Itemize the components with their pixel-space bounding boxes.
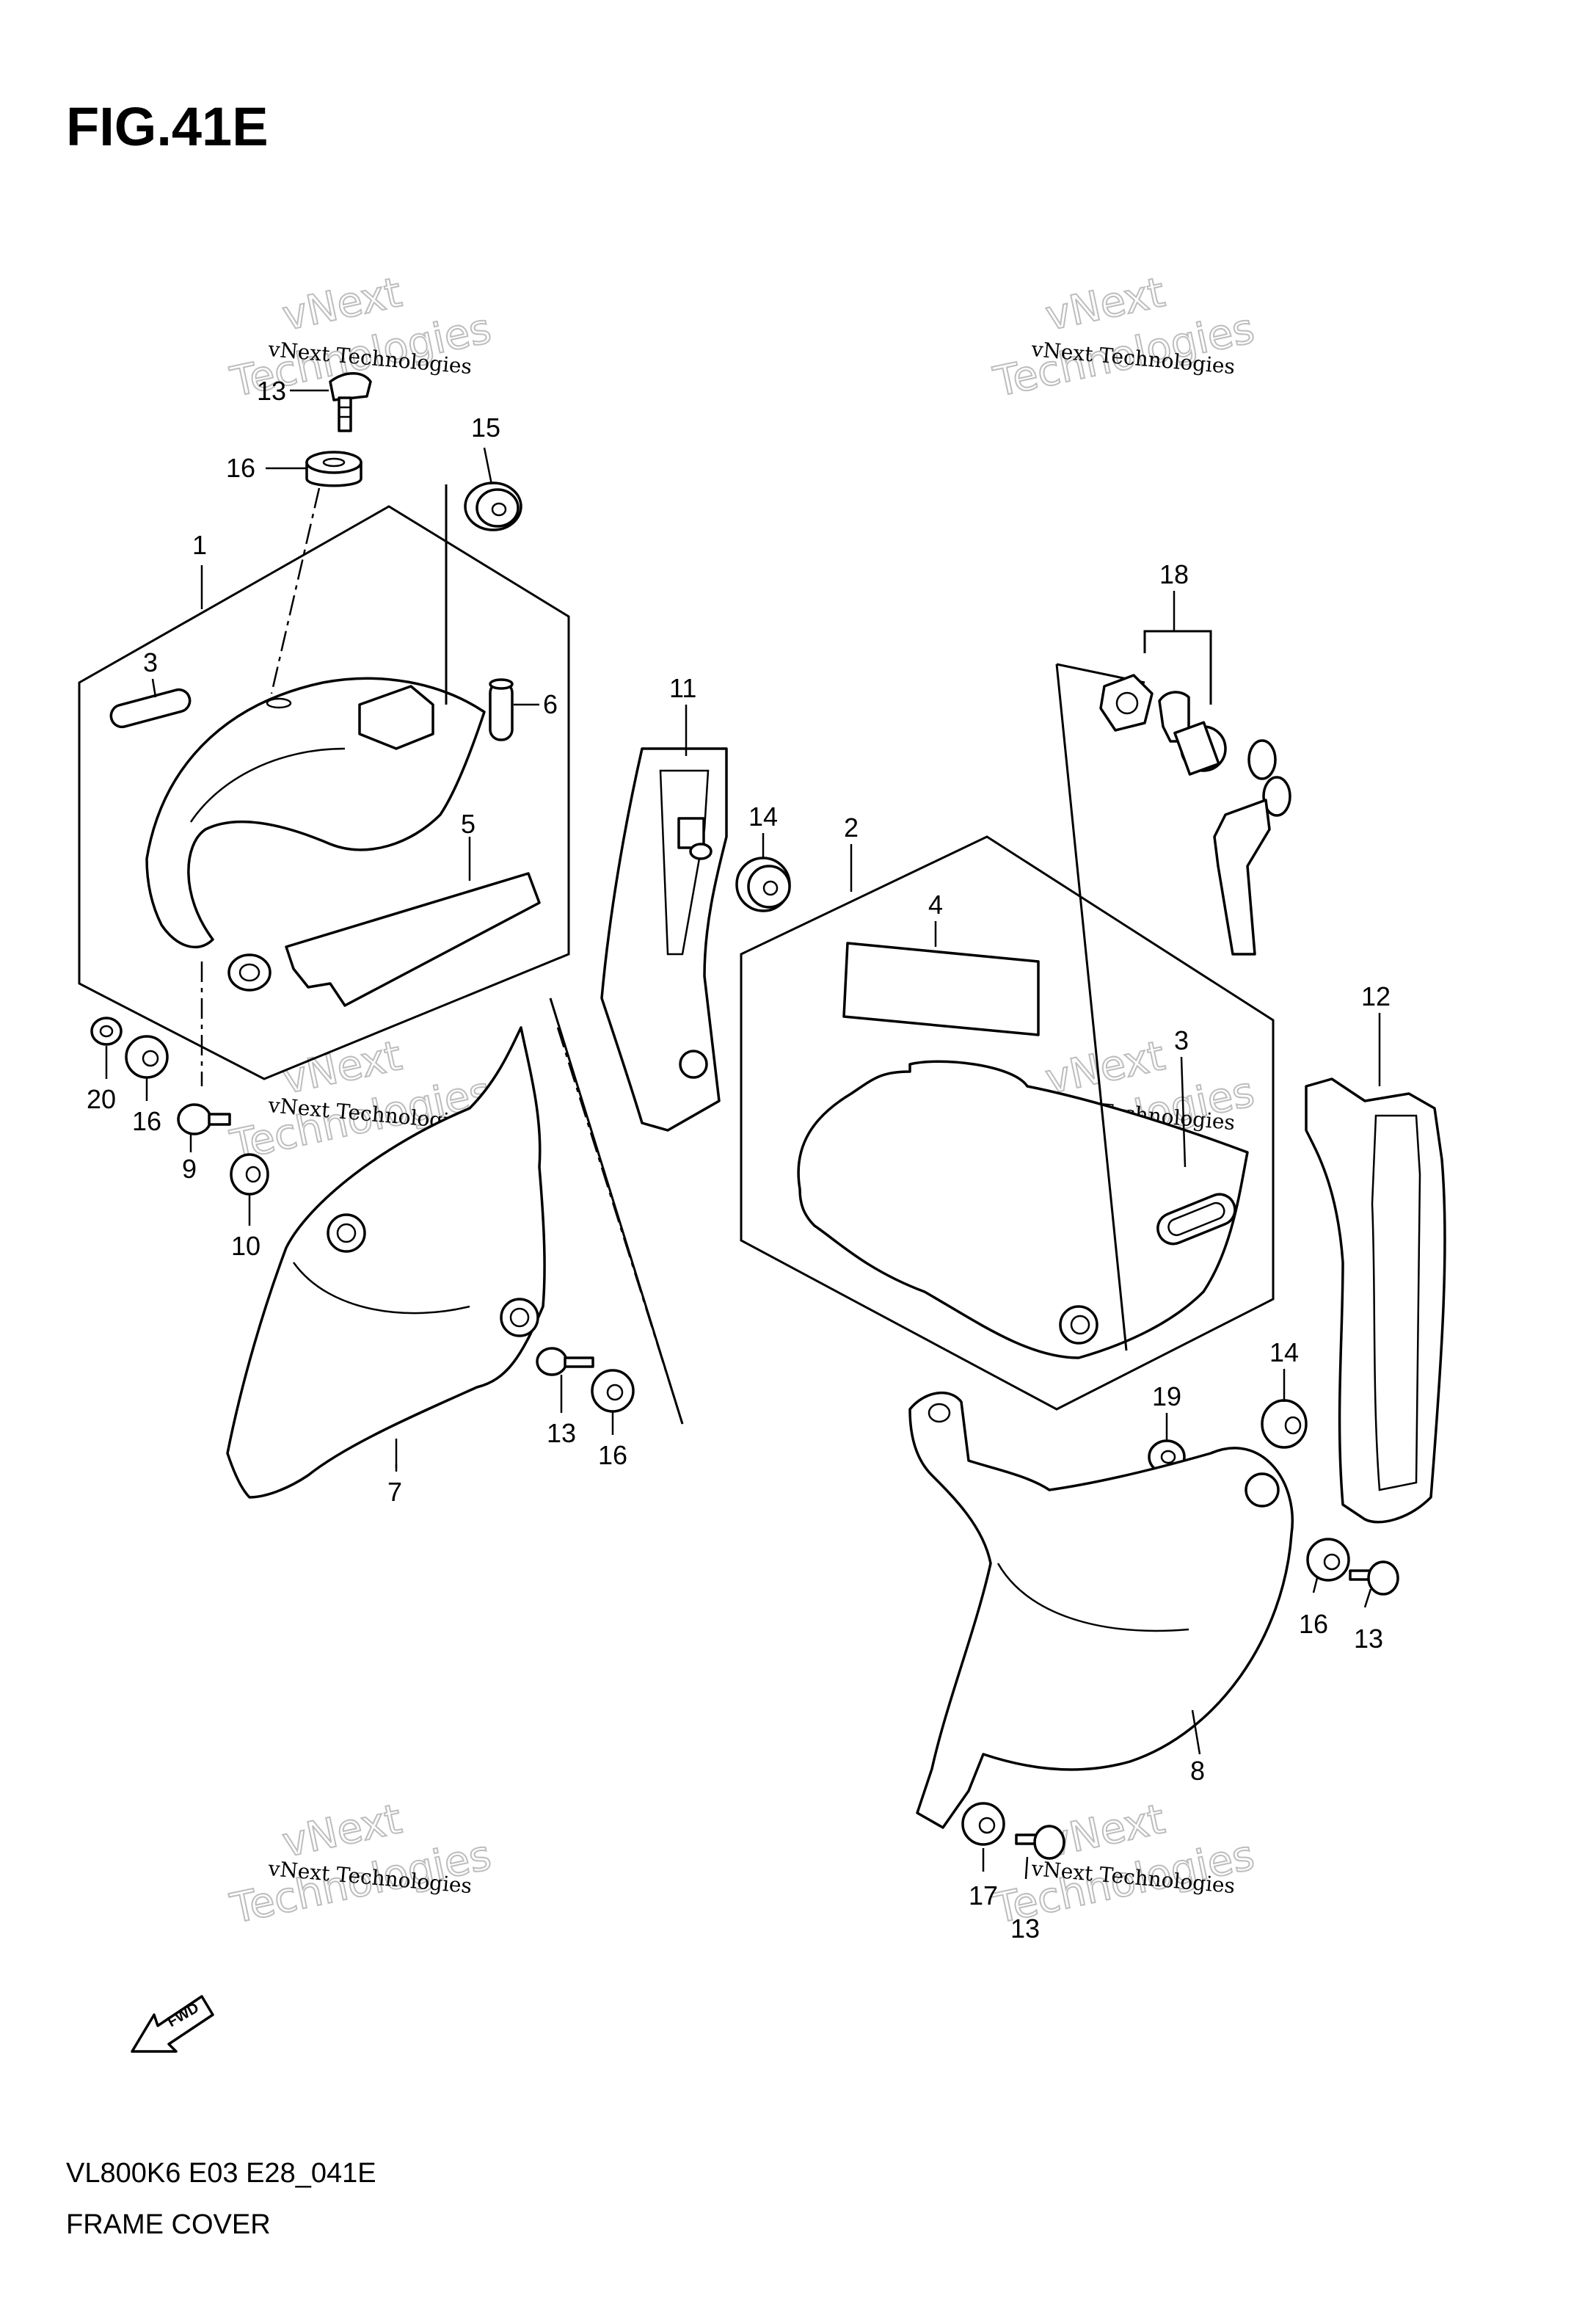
callout-8: 8 xyxy=(1190,1756,1205,1786)
callout-1: 1 xyxy=(192,530,207,560)
callout-7: 7 xyxy=(387,1477,402,1507)
callout-16-mid: 16 xyxy=(598,1440,627,1470)
callout-19: 19 xyxy=(1152,1381,1181,1411)
part-3-emblem-left xyxy=(109,688,192,729)
fwd-arrow-icon: FWD xyxy=(131,1995,214,2053)
part-16-grommet-right xyxy=(1306,1538,1350,1582)
part-14-grommet-mid xyxy=(735,857,791,912)
part-14-grommet-right xyxy=(1261,1399,1308,1449)
part-12-bracket xyxy=(1305,1077,1446,1524)
callout-13-right: 13 xyxy=(1354,1624,1383,1654)
callout-3-right: 3 xyxy=(1174,1025,1189,1055)
part-13-screw-right xyxy=(1349,1560,1399,1596)
watermark-top-right: vNext Technologies vNext Technologies xyxy=(988,268,1258,407)
callout-13-bottom: 13 xyxy=(1010,1913,1040,1944)
part-11-bracket xyxy=(600,747,728,1132)
part-18-lock-set xyxy=(1099,630,1291,956)
part-7-frame-cover-lower-left xyxy=(226,1026,546,1499)
callout-3-left: 3 xyxy=(143,647,158,677)
part-13-screw-bottom xyxy=(1015,1825,1065,1860)
right-assembly-box xyxy=(740,835,1275,1411)
callout-16-right: 16 xyxy=(1299,1609,1328,1639)
part-13-screw-top xyxy=(329,372,372,432)
part-20-nut xyxy=(90,1017,123,1046)
part-4-label xyxy=(842,942,1040,1036)
callout-15: 15 xyxy=(471,412,500,443)
callout-2: 2 xyxy=(844,813,859,843)
part-9-bolt xyxy=(177,1103,231,1135)
callout-6: 6 xyxy=(543,689,558,719)
callout-11: 11 xyxy=(669,673,696,703)
part-8-frame-cover-lower-right xyxy=(908,1391,1294,1829)
part-10-grommet xyxy=(230,1153,269,1196)
callout-13-mid: 13 xyxy=(547,1418,576,1448)
figure-title: FIG.41E xyxy=(66,96,269,157)
callout-14-right: 14 xyxy=(1269,1337,1299,1367)
figure-name: FRAME COVER xyxy=(66,2209,271,2240)
callout-16-left: 16 xyxy=(132,1106,161,1136)
leader-lines xyxy=(105,389,1381,1880)
callout-16-top: 16 xyxy=(226,453,255,483)
part-17-grommet xyxy=(961,1802,1005,1846)
callout-17: 17 xyxy=(969,1880,998,1911)
part-6-collar xyxy=(489,681,514,741)
callout-14-mid: 14 xyxy=(748,801,778,832)
callout-20: 20 xyxy=(87,1084,116,1114)
left-assembly-box xyxy=(78,484,570,1086)
callout-9: 9 xyxy=(182,1154,197,1184)
part-2-frame-cover-right xyxy=(797,1060,1249,1359)
part-16-grommet-left xyxy=(125,1035,169,1079)
part-5-plate xyxy=(285,872,541,1007)
callout-13-top: 13 xyxy=(257,376,286,406)
watermark-bottom-left: vNext Technologies vNext Technologies xyxy=(225,1795,495,1934)
callout-12: 12 xyxy=(1361,981,1391,1011)
callout-10: 10 xyxy=(231,1231,260,1261)
part-16-grommet-mid xyxy=(591,1369,635,1413)
callout-labels: 13 16 15 1 3 6 5 20 16 9 10 7 13 16 11 1… xyxy=(87,376,1391,1944)
callout-5: 5 xyxy=(461,809,475,839)
part-15-grommet xyxy=(464,481,522,531)
callout-18: 18 xyxy=(1159,559,1189,589)
part-16-grommet-top xyxy=(305,451,362,487)
watermark-bottom-right: vNext Technologies vNext Technologies xyxy=(988,1795,1258,1934)
callout-4: 4 xyxy=(928,890,943,920)
figure-code: VL800K6 E03 E28_041E xyxy=(66,2158,376,2189)
part-13-screw-mid xyxy=(536,1347,594,1376)
part-3-emblem-right xyxy=(1156,1193,1236,1246)
